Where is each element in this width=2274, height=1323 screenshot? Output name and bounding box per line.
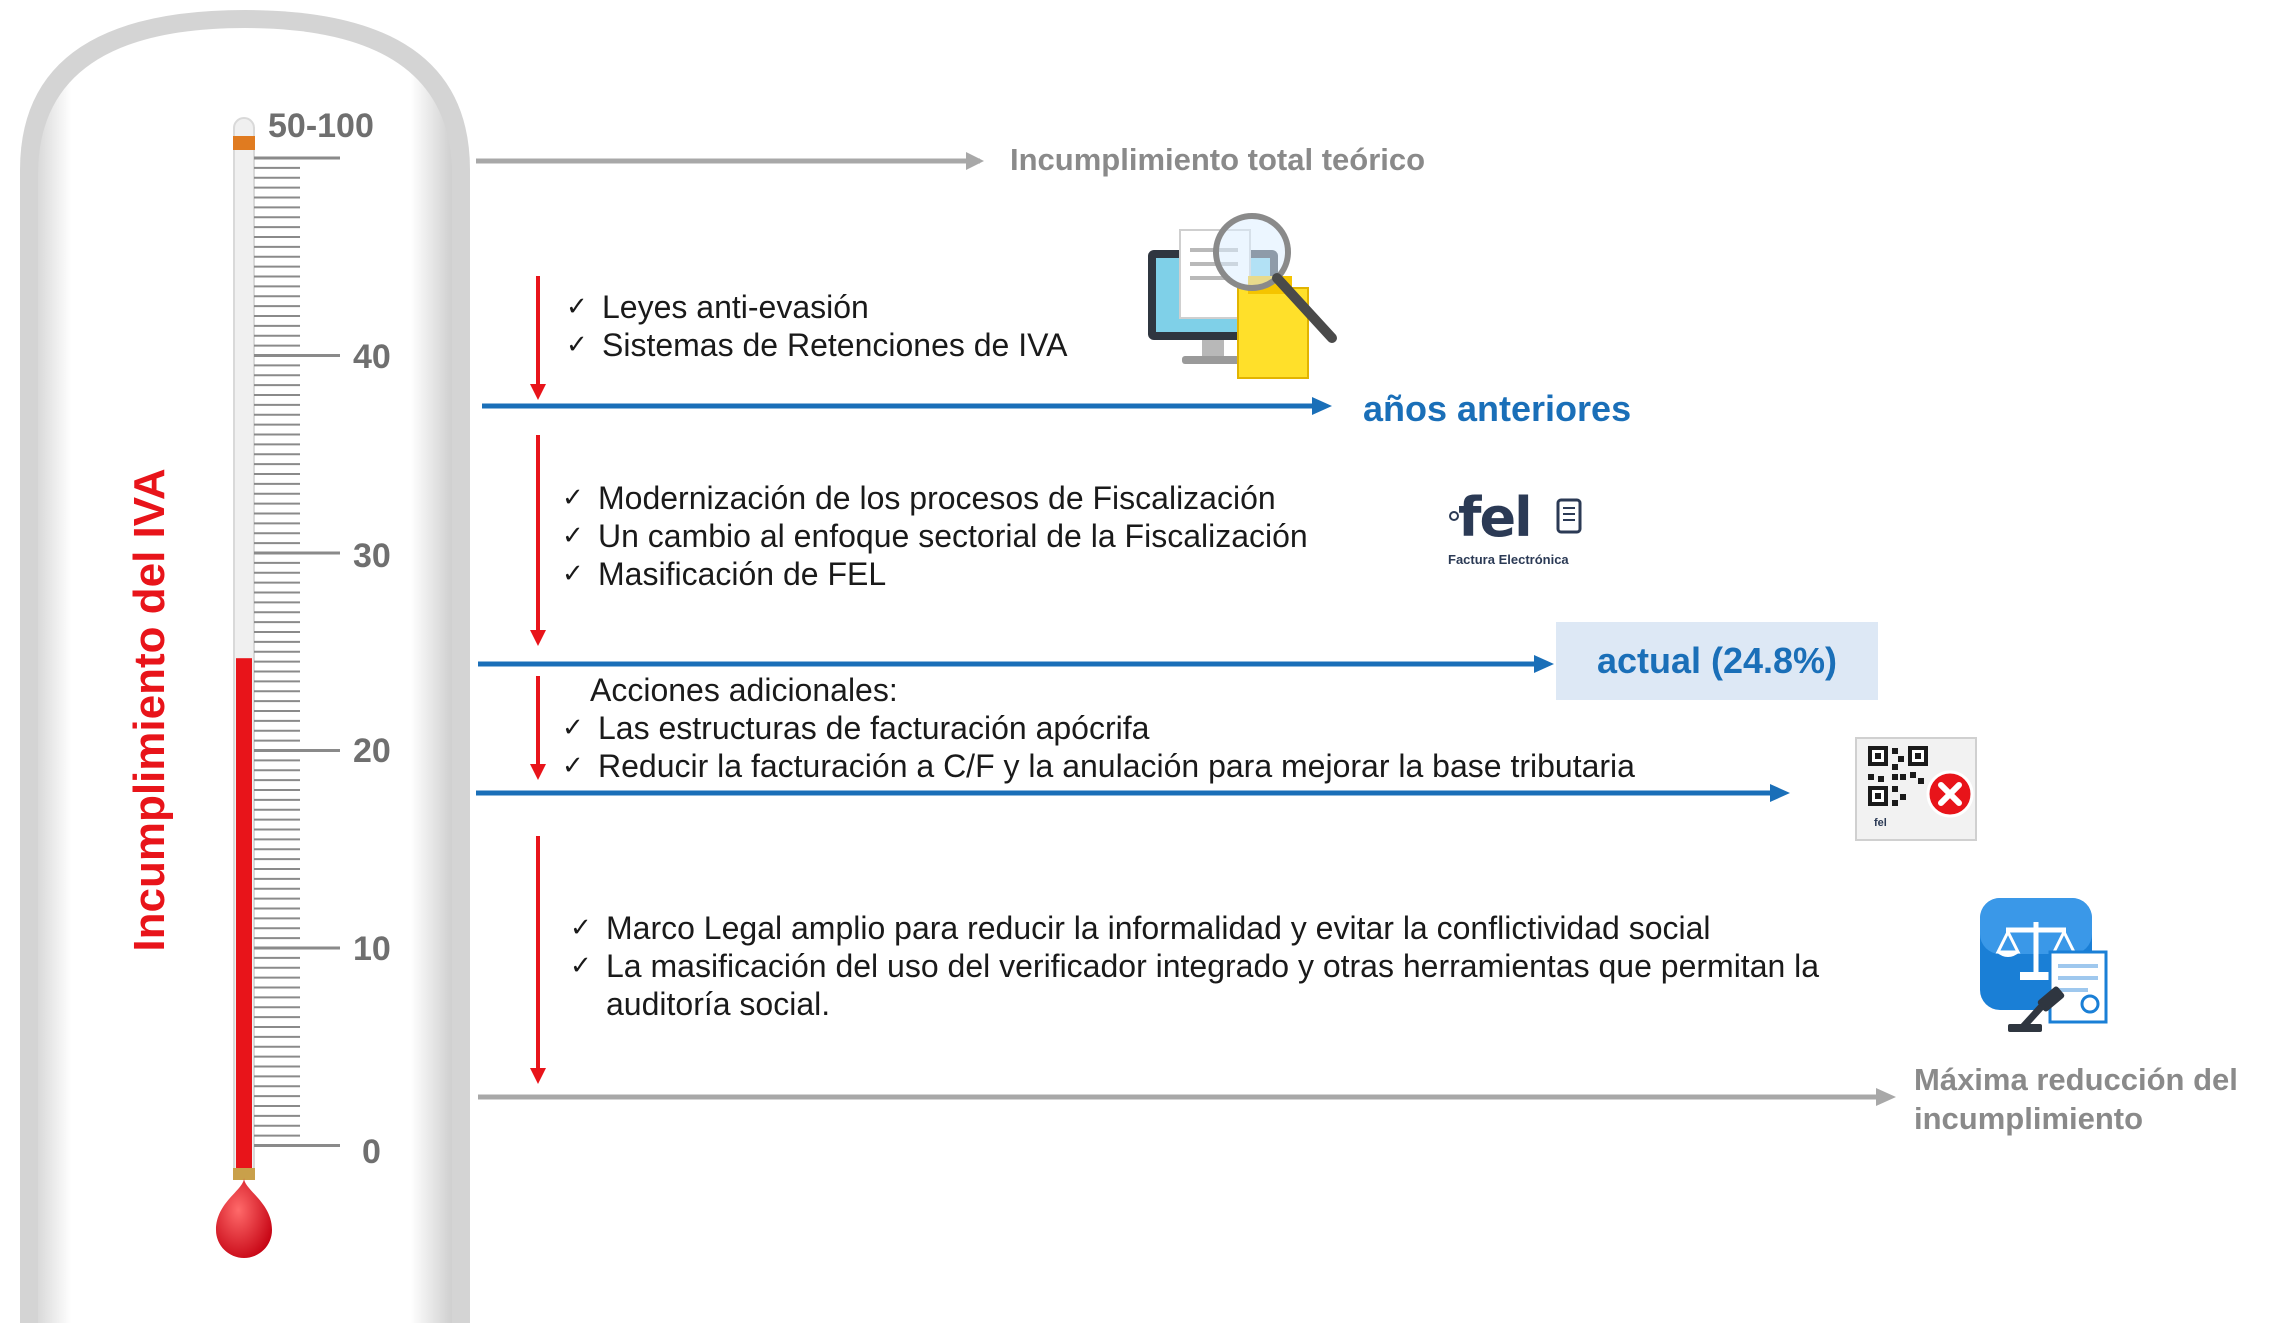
thermometer-bulb xyxy=(216,1178,272,1258)
group-3-list: Acciones adicionales: Las estructuras de… xyxy=(562,671,1635,785)
svg-text:fel: fel xyxy=(1874,817,1887,829)
fel-logo-text: fel xyxy=(1458,486,1533,549)
group-2-list: Modernización de los procesos de Fiscali… xyxy=(562,479,1308,593)
scale-label-40: 40 xyxy=(353,338,391,376)
fel-logo-icon: fel Factura Electrónica xyxy=(1446,486,1586,572)
list-item: La masificación del uso del verificador … xyxy=(570,947,1819,985)
tube-cap xyxy=(233,136,255,150)
scale-label-0: 0 xyxy=(362,1133,381,1171)
list-item-continuation: auditoría social. xyxy=(606,986,831,1022)
list-item: Masificación de FEL xyxy=(562,555,1308,593)
level-max-label: Máxima reducción del incumplimiento xyxy=(1914,1062,2238,1136)
list-item: Marco Legal amplio para reducir la infor… xyxy=(570,909,1819,947)
scale-label-10: 10 xyxy=(353,930,391,968)
group-3-heading: Acciones adicionales: xyxy=(590,672,898,708)
arrow-top-head xyxy=(966,152,984,170)
group-1-list: Leyes anti-evasión Sistemas de Retencion… xyxy=(566,288,1067,364)
mercury-column xyxy=(236,658,252,1180)
list-item: Modernización de los procesos de Fiscali… xyxy=(562,479,1308,517)
level-top-label: Incumplimiento total teórico xyxy=(1010,142,1426,177)
list-item: Sistemas de Retenciones de IVA xyxy=(566,326,1067,364)
level-current-box: actual (24.8%) xyxy=(1556,622,1878,700)
group-4-list: Marco Legal amplio para reducir la infor… xyxy=(570,909,1819,1023)
level-current-label: actual (24.8%) xyxy=(1596,640,1838,681)
list-item: Un cambio al enfoque sectorial de la Fis… xyxy=(562,517,1308,555)
list-item: Leyes anti-evasión xyxy=(566,288,1067,326)
level-previous-label: años anteriores xyxy=(1363,388,1632,429)
scale-label-30: 30 xyxy=(353,537,391,575)
arrow-previous-head xyxy=(1312,397,1332,415)
qr-cancel-icon: fel xyxy=(1855,737,1977,841)
arrow-additional-head xyxy=(1770,784,1790,802)
arrow-max-head xyxy=(1876,1088,1896,1106)
arrow-current-head xyxy=(1534,655,1554,673)
list-item: Reducir la facturación a C/F y la anulac… xyxy=(562,747,1635,785)
scale-ticks xyxy=(254,156,340,1147)
justice-document-icon xyxy=(1980,898,2108,1032)
scale-label-top: 50-100 xyxy=(268,107,374,145)
list-item: Las estructuras de facturación apócrifa xyxy=(562,709,1635,747)
scale-label-20: 20 xyxy=(353,732,391,770)
thermometer xyxy=(20,10,470,1323)
bulb-collar xyxy=(233,1168,255,1180)
computer-search-icon xyxy=(1148,213,1337,379)
fel-logo-subtitle: Factura Electrónica xyxy=(1448,552,1569,567)
